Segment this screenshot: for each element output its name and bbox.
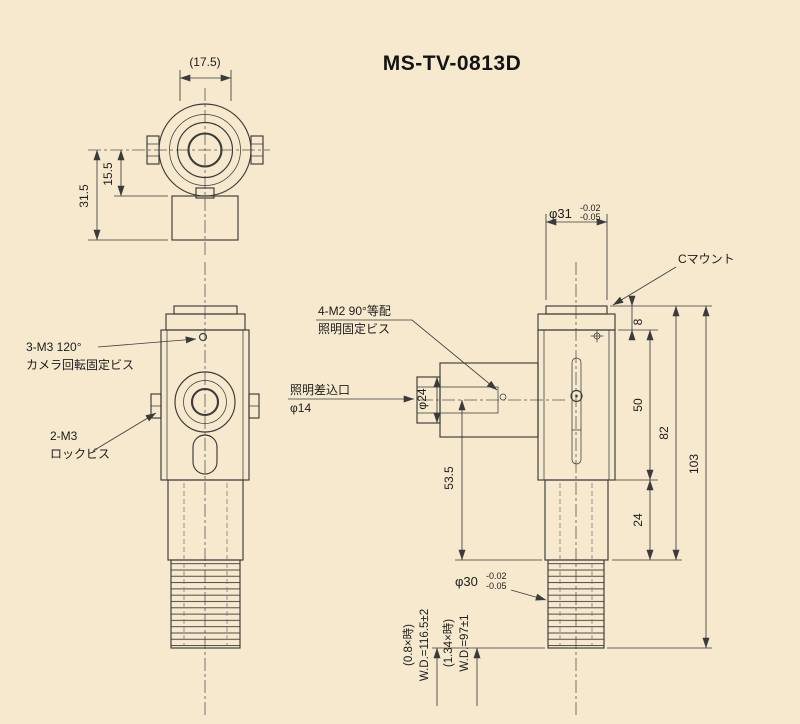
label-lock-screw: 2-M3	[50, 429, 78, 443]
label-light-port: 照明差込口	[290, 383, 350, 397]
light-screw-mark	[499, 393, 507, 401]
dim-top-tol-lower: -0.05	[580, 212, 601, 222]
label-rotation-screw-desc: カメラ回転固定ビス	[26, 357, 134, 372]
dim-light-port-diameter: φ14	[290, 401, 311, 415]
dim-bottom-tol-lower: -0.05	[486, 581, 507, 591]
dim-port-outer-diameter: φ24	[415, 388, 429, 409]
main-view-outline	[416, 305, 616, 649]
front-view: (17.5) 31.5 15.5	[77, 55, 270, 258]
front-slot	[192, 434, 218, 475]
leader-light-screw	[316, 319, 498, 391]
front-view-dimensions: (17.5) 31.5 15.5	[77, 55, 232, 241]
main-view: φ31 -0.02 -0.05 Cマウント 4-M2 90°等配 照明固定ビス …	[288, 203, 735, 716]
wd2-condition: (1.34×時)	[442, 619, 455, 667]
dim-top-tol-upper: -0.02	[580, 203, 601, 213]
dim-height-upper: 15.5	[101, 162, 115, 186]
dim-body-height: 50	[631, 398, 645, 412]
dim-cap-height: 8	[631, 318, 645, 325]
lock-screw-slot	[571, 357, 582, 465]
thread-section	[547, 559, 605, 649]
label-rotation-screw: 3-M3 120°	[26, 340, 82, 354]
label-lock-screw-desc: ロックビス	[50, 447, 110, 461]
thread-section	[170, 559, 241, 649]
main-view-dimensions: φ31 -0.02 -0.05 Cマウント 4-M2 90°等配 照明固定ビス …	[288, 203, 735, 706]
dim-height-total: 31.5	[77, 184, 91, 208]
dim-clamp-width: (17.5)	[189, 55, 220, 69]
leader-lock-screw	[92, 412, 157, 452]
dim-upper-total-height: 82	[657, 426, 671, 440]
wd2-value: W.D.=97±1	[459, 614, 471, 671]
leader-bottom-diameter	[510, 589, 547, 601]
side-view: 3-M3 120° カメラ回転固定ビス 2-M3 ロックビス	[26, 262, 260, 716]
dim-bottom-diameter: φ30	[455, 574, 478, 589]
wd1-condition: (0.8×時)	[402, 624, 415, 666]
dim-bottom-tol-upper: -0.02	[486, 571, 507, 581]
label-light-screw-desc: 照明固定ビス	[318, 321, 390, 336]
label-light-screw: 4-M2 90°等配	[318, 304, 391, 318]
side-view-annotations: 3-M3 120° カメラ回転固定ビス 2-M3 ロックビス	[26, 336, 197, 461]
side-view-outline	[150, 305, 260, 649]
front-view-outline	[146, 103, 264, 241]
dim-top-diameter: φ31	[549, 206, 572, 221]
rotation-screw-mark	[198, 332, 208, 342]
drawing-title: MS-TV-0813D	[383, 52, 522, 75]
dim-port-center-height: 53.5	[442, 466, 456, 490]
label-c-mount: Cマウント	[678, 252, 735, 266]
leader-rotation-screw	[97, 336, 197, 348]
dim-lower-height: 24	[631, 513, 645, 527]
dim-total-height: 103	[687, 454, 701, 474]
leader-c-mount	[612, 266, 677, 306]
wd1-value: W.D.=116.5±2	[419, 609, 431, 681]
